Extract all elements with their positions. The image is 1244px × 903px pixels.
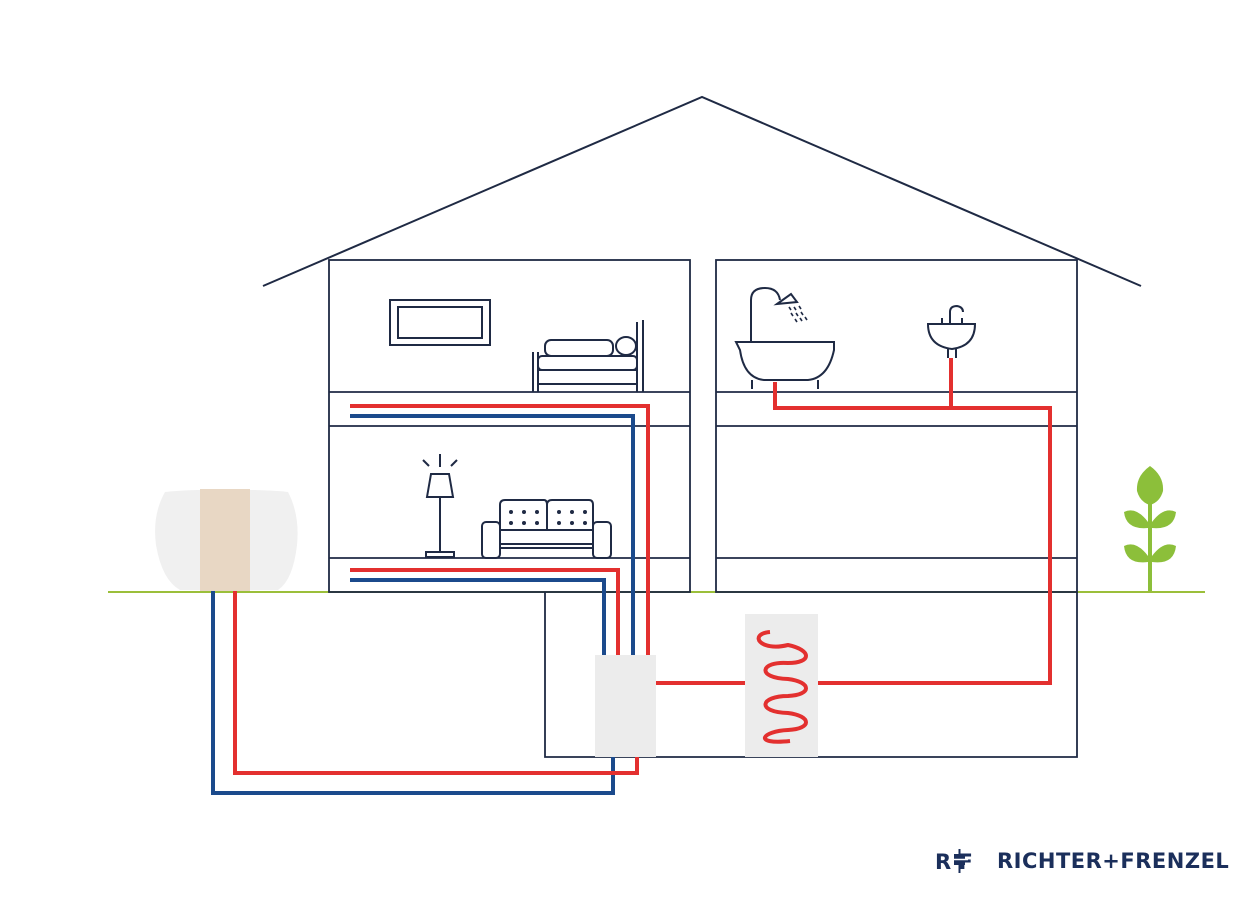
brand-mark-icon: R F	[935, 849, 973, 874]
supply-pipes	[233, 358, 1052, 775]
bathtub-shower-icon	[734, 286, 835, 389]
heat-pump-unit-icon	[595, 655, 656, 757]
brand-logo: R F RICHTER+FRENZEL	[933, 846, 1229, 876]
bed-icon	[532, 320, 644, 392]
return-pipes	[211, 414, 635, 795]
roof-icon	[262, 95, 1142, 287]
brand-mark-letters: R F	[935, 850, 973, 874]
sofa-icon	[481, 499, 612, 559]
picture-frame-icon	[389, 299, 491, 346]
floor-lamp-icon	[422, 454, 458, 558]
hot-water-tank-icon	[745, 614, 818, 757]
sink-icon	[926, 304, 977, 358]
brand-name: RICHTER+FRENZEL	[997, 849, 1230, 873]
ground-collector-icon	[155, 489, 298, 591]
plant-icon	[1124, 466, 1176, 591]
